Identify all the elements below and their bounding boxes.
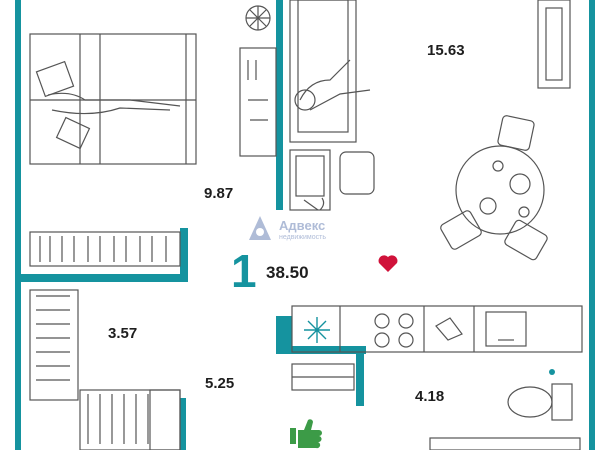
towel-rail (29, 289, 79, 401)
watermark: Адвекс недвижимость (245, 212, 385, 252)
dining-table (440, 115, 548, 261)
hall-wardrobe (79, 389, 181, 450)
area-hall: 5.25 (205, 375, 235, 392)
sofa (289, 0, 371, 143)
area-living: 15.63 (427, 42, 465, 59)
area-bathroom: 3.57 (108, 325, 138, 342)
wardrobe (29, 231, 181, 267)
area-toilet: 4.18 (415, 388, 445, 405)
walls (18, 0, 366, 450)
area-bedroom: 9.87 (204, 185, 234, 202)
thumbs-up-icon (290, 419, 322, 449)
drain-icon (549, 369, 555, 375)
kitchen-counter (291, 305, 583, 353)
tv-unit (537, 0, 571, 89)
advex-logo-icon (249, 216, 271, 240)
watermark-brand: Адвекс (279, 218, 326, 233)
shoe-cabinet (291, 363, 355, 391)
total-area: 38.50 (266, 263, 309, 282)
watermark-subtitle: недвижимость (279, 234, 326, 241)
toilet (429, 383, 581, 450)
bedroom-shelf (239, 5, 277, 157)
heart-icon (378, 255, 398, 272)
room-count: 1 (231, 245, 257, 297)
fridge-icon (304, 317, 330, 343)
desk-chair (289, 149, 375, 211)
bed (29, 33, 197, 165)
